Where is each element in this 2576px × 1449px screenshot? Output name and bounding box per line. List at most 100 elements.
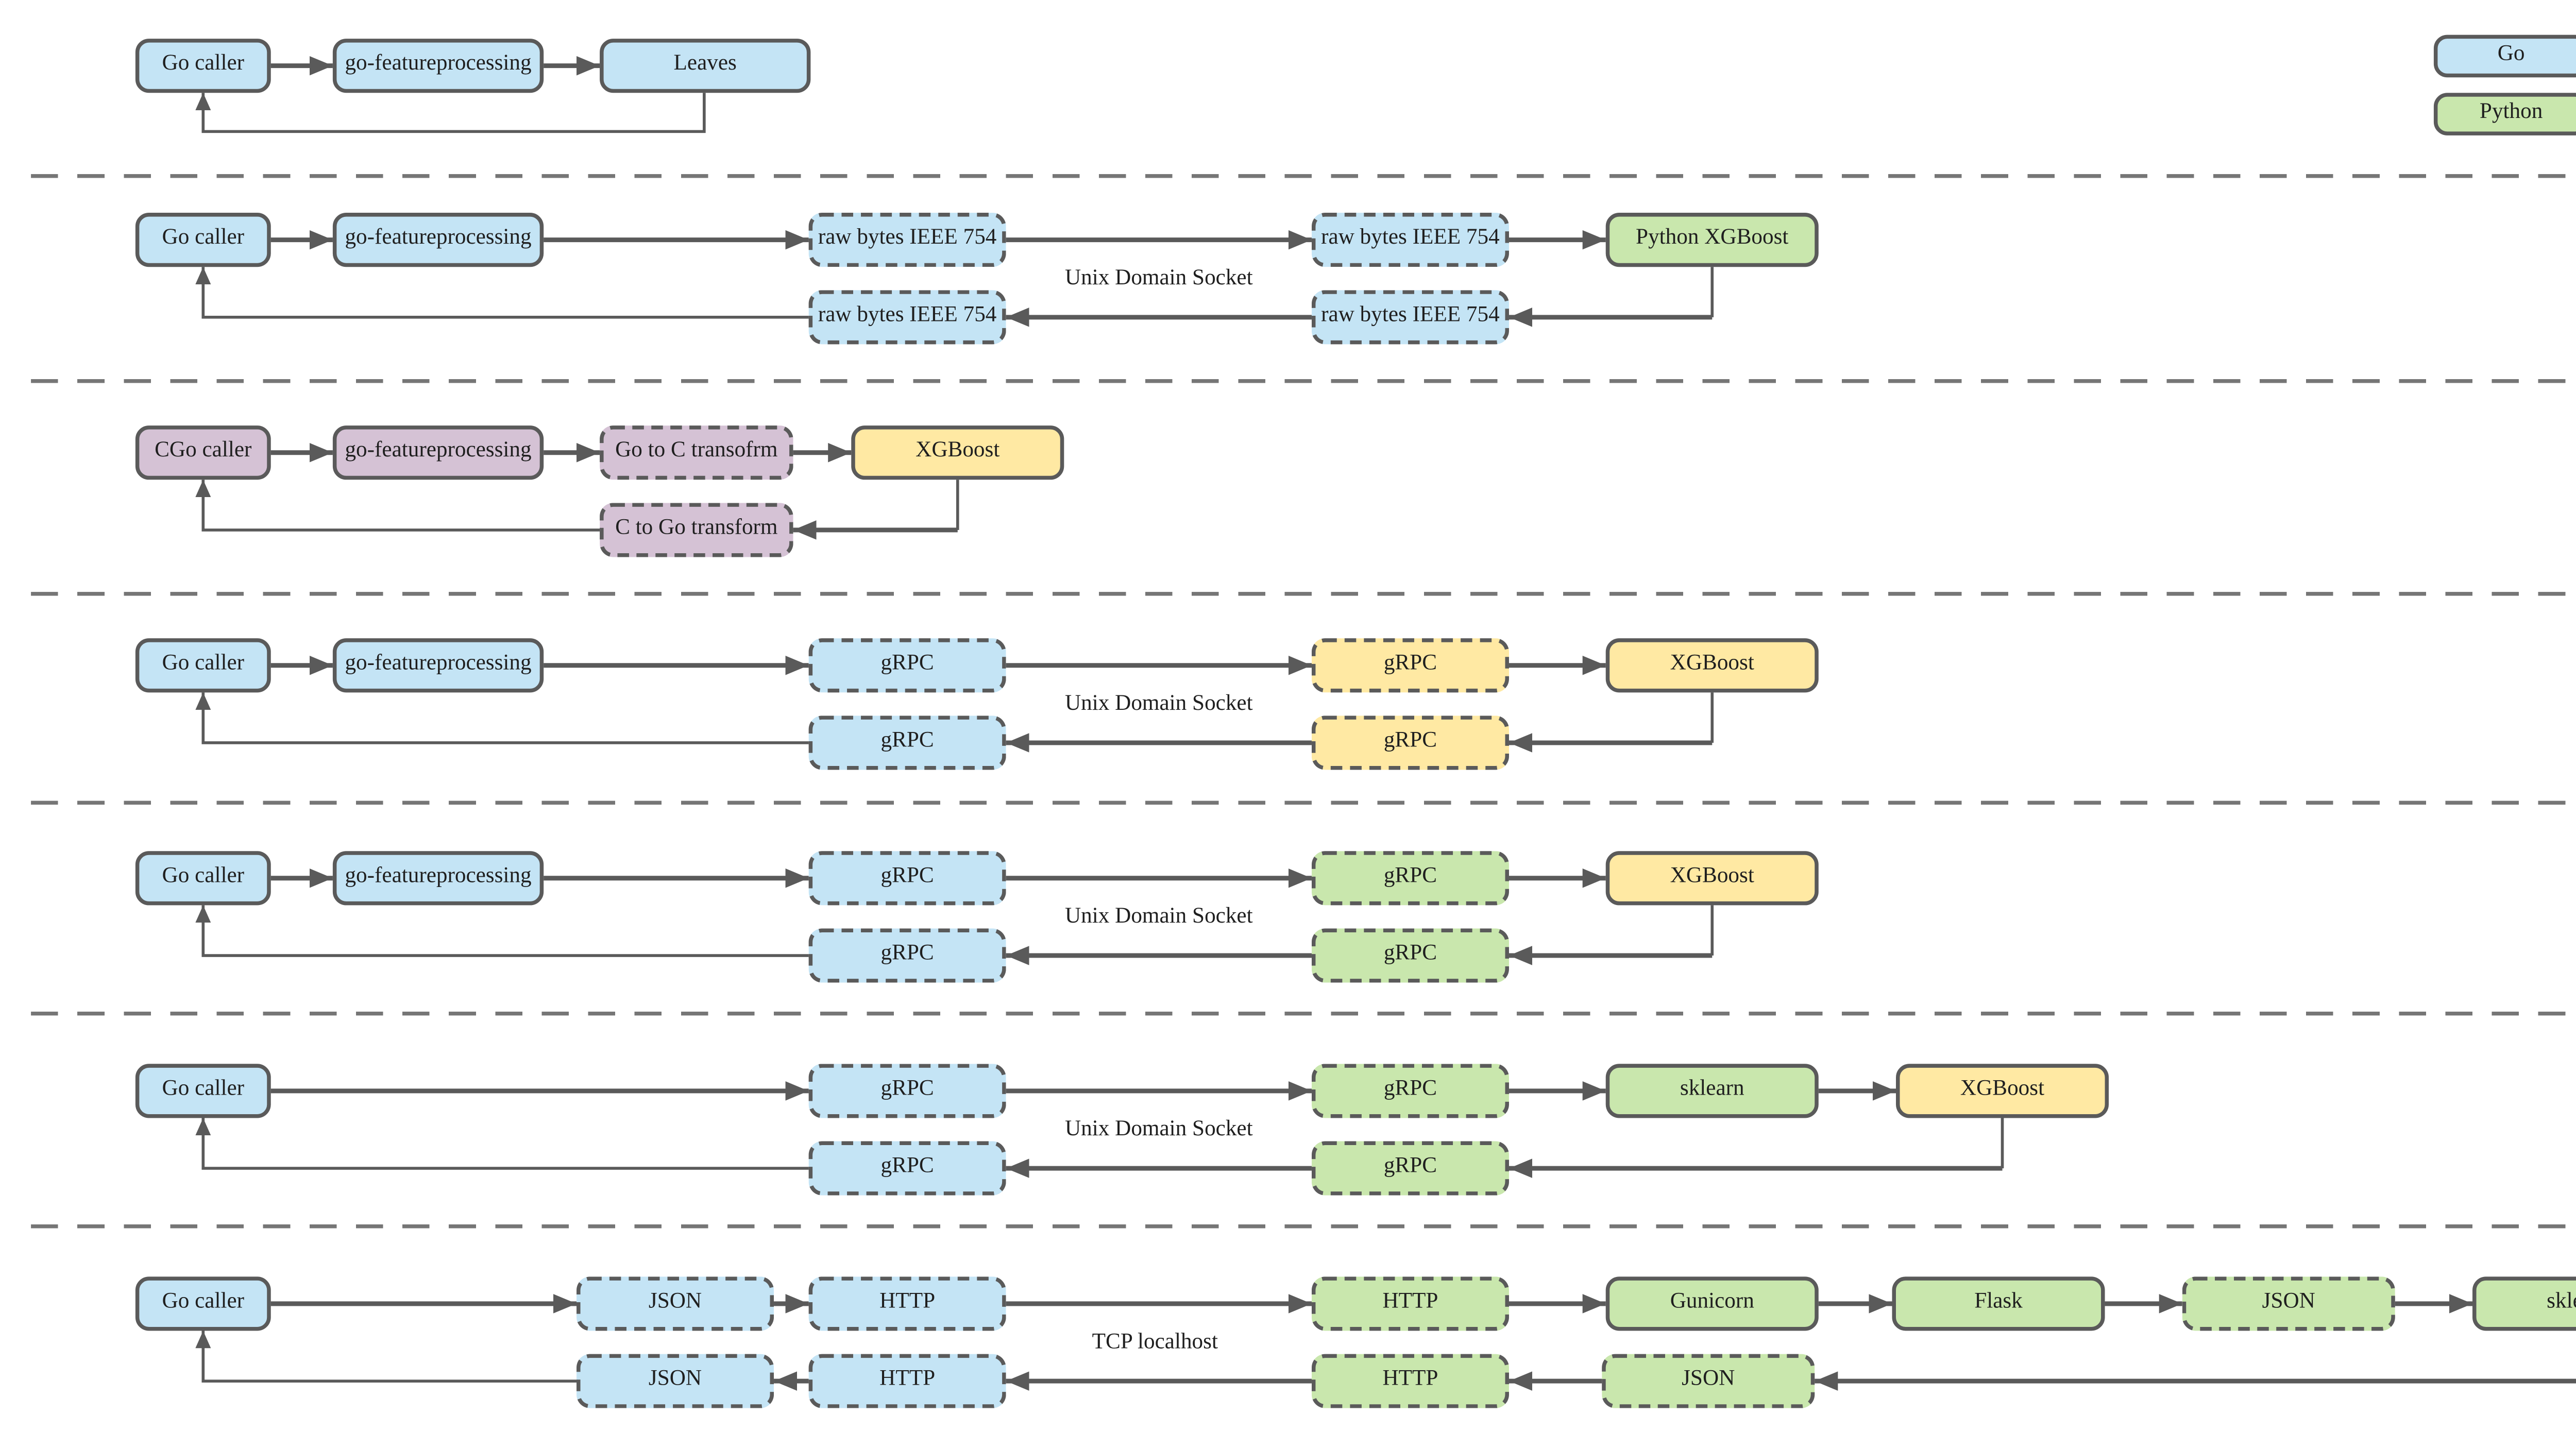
row-separator (31, 174, 2576, 179)
r5-grpc-ret-left-label: gRPC (880, 942, 934, 966)
r6-grpc-ret-left: gRPC (808, 1141, 1006, 1196)
edge-label-unix-domain-socket: Unix Domain Socket (1064, 267, 1253, 291)
r5-xgboost: XGBoost (1605, 851, 1819, 906)
r7-go-caller: Go caller (135, 1276, 271, 1331)
r2-python-xgboost: Python XGBoost (1605, 213, 1819, 267)
r2-go-caller: Go caller (135, 213, 271, 267)
r2-go-featureprocessing-label: go-featureprocessing (345, 227, 532, 250)
r7-json-mid: JSON (2182, 1276, 2395, 1331)
r3-go-featureprocessing: go-featureprocessing (332, 425, 544, 480)
r6-grpc-ret-left-label: gRPC (880, 1155, 934, 1179)
r7-sklearn: sklearn (2472, 1276, 2576, 1331)
r6-grpc-ret-right: gRPC (1311, 1141, 1509, 1196)
legend-python: Python (2433, 93, 2576, 135)
r2-raw-bytes-out-left: raw bytes IEEE 754 (808, 213, 1006, 267)
r3-go-to-c-transform-label: Go to C transofrm (615, 439, 778, 463)
r4-xgboost: XGBoost (1605, 638, 1819, 693)
r7-go-caller-label: Go caller (162, 1290, 245, 1314)
edge-label-unix-domain-socket: Unix Domain Socket (1064, 692, 1253, 716)
edge-label-tcp-localhost: TCP localhost (1092, 1331, 1218, 1354)
r4-go-caller-label: Go caller (162, 652, 245, 676)
r7-sklearn-label: sklearn (2547, 1290, 2576, 1314)
r3-xgboost: XGBoost (851, 425, 1064, 480)
edge (195, 905, 809, 957)
legend-go: Go (2433, 35, 2576, 78)
edge (195, 480, 600, 532)
r5-xgboost-label: XGBoost (1670, 865, 1754, 889)
edge (195, 1331, 577, 1383)
r2-raw-bytes-ret-left: raw bytes IEEE 754 (808, 290, 1006, 345)
r5-go-featureprocessing-label: go-featureprocessing (345, 865, 532, 889)
r7-json-ret-right: JSON (1602, 1354, 1815, 1408)
r6-xgboost-label: XGBoost (1960, 1078, 2045, 1101)
r4-grpc-ret-right-label: gRPC (1383, 729, 1437, 753)
r5-grpc-ret-right-label: gRPC (1383, 942, 1437, 966)
r5-grpc-ret-right: gRPC (1311, 928, 1509, 983)
r7-json-mid-label: JSON (2262, 1290, 2315, 1314)
row-separator (31, 1224, 2576, 1229)
r3-cgo-caller: CGo caller (135, 425, 271, 480)
r3-c-to-go-transform-label: C to Go transform (615, 517, 778, 540)
r3-go-to-c-transform: Go to C transofrm (600, 425, 793, 480)
edge (195, 1118, 809, 1170)
r1-go-featureprocessing-label: go-featureprocessing (345, 53, 532, 76)
r7-json-out: JSON (577, 1276, 774, 1331)
r2-raw-bytes-out-right-label: raw bytes IEEE 754 (1321, 227, 1500, 250)
r6-grpc-out-left-label: gRPC (880, 1078, 934, 1101)
r3-go-featureprocessing-label: go-featureprocessing (345, 439, 532, 463)
r6-sklearn: sklearn (1605, 1064, 1819, 1118)
r3-xgboost-label: XGBoost (916, 439, 1000, 463)
r6-grpc-out-right-label: gRPC (1383, 1078, 1437, 1101)
r7-flask-label: Flask (1974, 1290, 2023, 1314)
r7-gunicorn: Gunicorn (1605, 1276, 1819, 1331)
r1-leaves: Leaves (600, 39, 811, 93)
r2-raw-bytes-ret-left-label: raw bytes IEEE 754 (818, 304, 997, 328)
r4-grpc-ret-left: gRPC (808, 715, 1006, 770)
r4-grpc-out-left: gRPC (808, 638, 1006, 693)
r4-grpc-out-right: gRPC (1311, 638, 1509, 693)
r3-c-to-go-transform: C to Go transform (600, 503, 793, 557)
r7-http-ret-left: HTTP (808, 1354, 1006, 1408)
edge (195, 692, 809, 744)
legend-go-label: Go (2497, 43, 2525, 66)
r6-go-caller-label: Go caller (162, 1078, 245, 1101)
row-separator (31, 800, 2576, 805)
r6-xgboost: XGBoost (1895, 1064, 2109, 1118)
r2-raw-bytes-ret-right-label: raw bytes IEEE 754 (1321, 304, 1500, 328)
r5-go-caller: Go caller (135, 851, 271, 906)
r6-sklearn-label: sklearn (1680, 1078, 1744, 1101)
r5-grpc-out-right-label: gRPC (1383, 865, 1437, 889)
r1-go-caller-label: Go caller (162, 53, 245, 76)
r4-go-featureprocessing-label: go-featureprocessing (345, 652, 532, 676)
r7-http-out-left: HTTP (808, 1276, 1006, 1331)
r7-gunicorn-label: Gunicorn (1670, 1290, 1754, 1314)
r7-http-out-left-label: HTTP (879, 1290, 936, 1314)
r2-raw-bytes-out-right: raw bytes IEEE 754 (1311, 213, 1509, 267)
r5-go-featureprocessing: go-featureprocessing (332, 851, 544, 906)
r7-json-ret-right-label: JSON (1682, 1368, 1735, 1391)
r2-go-featureprocessing: go-featureprocessing (332, 213, 544, 267)
r5-grpc-ret-left: gRPC (808, 928, 1006, 983)
row-separator (31, 379, 2576, 384)
r7-json-out-label: JSON (648, 1290, 702, 1314)
r7-json-ret-left: JSON (577, 1354, 774, 1408)
r1-leaves-label: Leaves (673, 53, 737, 76)
r2-python-xgboost-label: Python XGBoost (1636, 227, 1789, 250)
r1-go-caller: Go caller (135, 39, 271, 93)
row-separator (31, 1011, 2576, 1016)
r5-grpc-out-right: gRPC (1311, 851, 1509, 906)
edge (195, 93, 706, 133)
r6-grpc-out-left: gRPC (808, 1064, 1006, 1118)
r2-go-caller-label: Go caller (162, 227, 245, 250)
r5-grpc-out-left: gRPC (808, 851, 1006, 906)
r4-grpc-out-left-label: gRPC (880, 652, 934, 676)
r4-go-featureprocessing: go-featureprocessing (332, 638, 544, 693)
r7-http-ret-right-label: HTTP (1382, 1368, 1438, 1391)
r7-flask: Flask (1892, 1276, 2105, 1331)
r4-go-caller: Go caller (135, 638, 271, 693)
edge-label-unix-domain-socket: Unix Domain Socket (1064, 905, 1253, 929)
r6-grpc-out-right: gRPC (1311, 1064, 1509, 1118)
r6-go-caller: Go caller (135, 1064, 271, 1118)
